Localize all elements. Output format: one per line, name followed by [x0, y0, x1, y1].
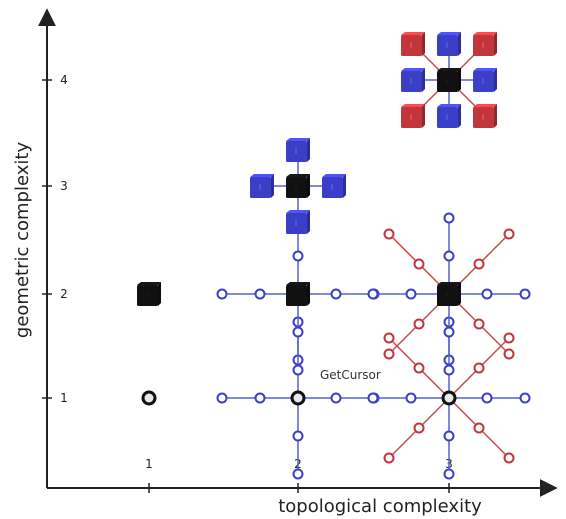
red-neighbor-cube: [401, 104, 425, 128]
red-neighbor-node: [503, 228, 515, 240]
blue-neighbor-node: [292, 364, 304, 376]
red-neighbor-node: [473, 422, 485, 434]
blue-neighbor-node: [367, 288, 379, 300]
blue-neighbor-cube: [473, 68, 497, 92]
glyph-layer: [137, 32, 531, 480]
blue-neighbor-node: [405, 288, 417, 300]
red-neighbor-cube: [473, 32, 497, 56]
glyph-2-3: [250, 138, 346, 234]
blue-neighbor-node: [443, 212, 455, 224]
blue-neighbor-node: [443, 468, 455, 480]
glyph-1-1: [141, 390, 157, 406]
y-tick-3: 3: [42, 179, 68, 193]
red-neighbor-node: [503, 348, 515, 360]
y-tick-1: 1: [42, 391, 68, 405]
center-node: [290, 390, 306, 406]
center-cube: [286, 174, 310, 198]
x-axis-title: topological complexity: [278, 496, 482, 517]
blue-neighbor-node: [292, 250, 304, 262]
blue-neighbor-node: [292, 468, 304, 480]
blue-neighbor-cube: [322, 174, 346, 198]
center-cube: [137, 282, 161, 306]
blue-neighbor-node: [254, 288, 266, 300]
red-neighbor-node: [503, 452, 515, 464]
blue-neighbor-node: [292, 430, 304, 442]
neighbors: [250, 138, 346, 234]
glyph-3-4: [401, 32, 497, 128]
y-tick-label-1: 1: [60, 391, 68, 405]
y-tick-label-4: 4: [60, 73, 68, 87]
glyph-2-2: [216, 212, 380, 376]
red-neighbor-node: [413, 258, 425, 270]
blue-neighbor-node: [481, 392, 493, 404]
center-cube: [437, 68, 461, 92]
glyph-3-2: [367, 212, 531, 376]
blue-neighbor-node: [330, 392, 342, 404]
red-neighbor-node: [413, 318, 425, 330]
center-node: [441, 390, 457, 406]
neighbors: [367, 212, 531, 376]
red-neighbor-node: [473, 318, 485, 330]
blue-neighbor-node: [330, 288, 342, 300]
blue-neighbor-node: [519, 288, 531, 300]
blue-neighbor-node: [519, 392, 531, 404]
blue-neighbor-cube: [437, 32, 461, 56]
red-neighbor-node: [473, 258, 485, 270]
x-tick-1: 1: [145, 457, 153, 493]
center-cube: [286, 282, 310, 306]
glyph-1-2: [137, 282, 161, 306]
blue-neighbor-cube: [437, 104, 461, 128]
red-neighbor-node: [383, 452, 395, 464]
y-tick-label-2: 2: [60, 287, 68, 301]
y-tick-label-3: 3: [60, 179, 68, 193]
blue-neighbor-cube: [286, 210, 310, 234]
y-tick-4: 4: [42, 73, 68, 87]
red-neighbor-node: [413, 422, 425, 434]
x-tick-label-1: 1: [145, 457, 153, 471]
center-cube: [437, 282, 461, 306]
red-neighbor-node: [383, 348, 395, 360]
blue-neighbor-node: [443, 326, 455, 338]
blue-neighbor-node: [367, 392, 379, 404]
blue-neighbor-node: [443, 364, 455, 376]
blue-neighbor-node: [443, 430, 455, 442]
red-neighbor-node: [503, 332, 515, 344]
blue-neighbor-node: [292, 326, 304, 338]
y-axis-title: geometric complexity: [12, 142, 33, 339]
blue-neighbor-cube: [401, 68, 425, 92]
neighbors: [367, 316, 531, 480]
red-neighbor-node: [383, 228, 395, 240]
red-neighbor-cube: [473, 104, 497, 128]
y-tick-2: 2: [42, 287, 68, 301]
blue-neighbor-node: [216, 392, 228, 404]
neighbors: [401, 32, 497, 128]
center-node: [141, 390, 157, 406]
red-neighbor-node: [413, 362, 425, 374]
blue-neighbor-node: [405, 392, 417, 404]
blue-neighbor-node: [254, 392, 266, 404]
red-neighbor-node: [383, 332, 395, 344]
red-neighbor-cube: [401, 32, 425, 56]
blue-neighbor-cube: [250, 174, 274, 198]
blue-neighbor-node: [443, 250, 455, 262]
blue-neighbor-node: [216, 288, 228, 300]
getcursor-annotation: GetCursor: [320, 368, 381, 382]
blue-neighbor-node: [481, 288, 493, 300]
glyph-3-1: [367, 316, 531, 480]
blue-neighbor-cube: [286, 138, 310, 162]
red-neighbor-node: [473, 362, 485, 374]
